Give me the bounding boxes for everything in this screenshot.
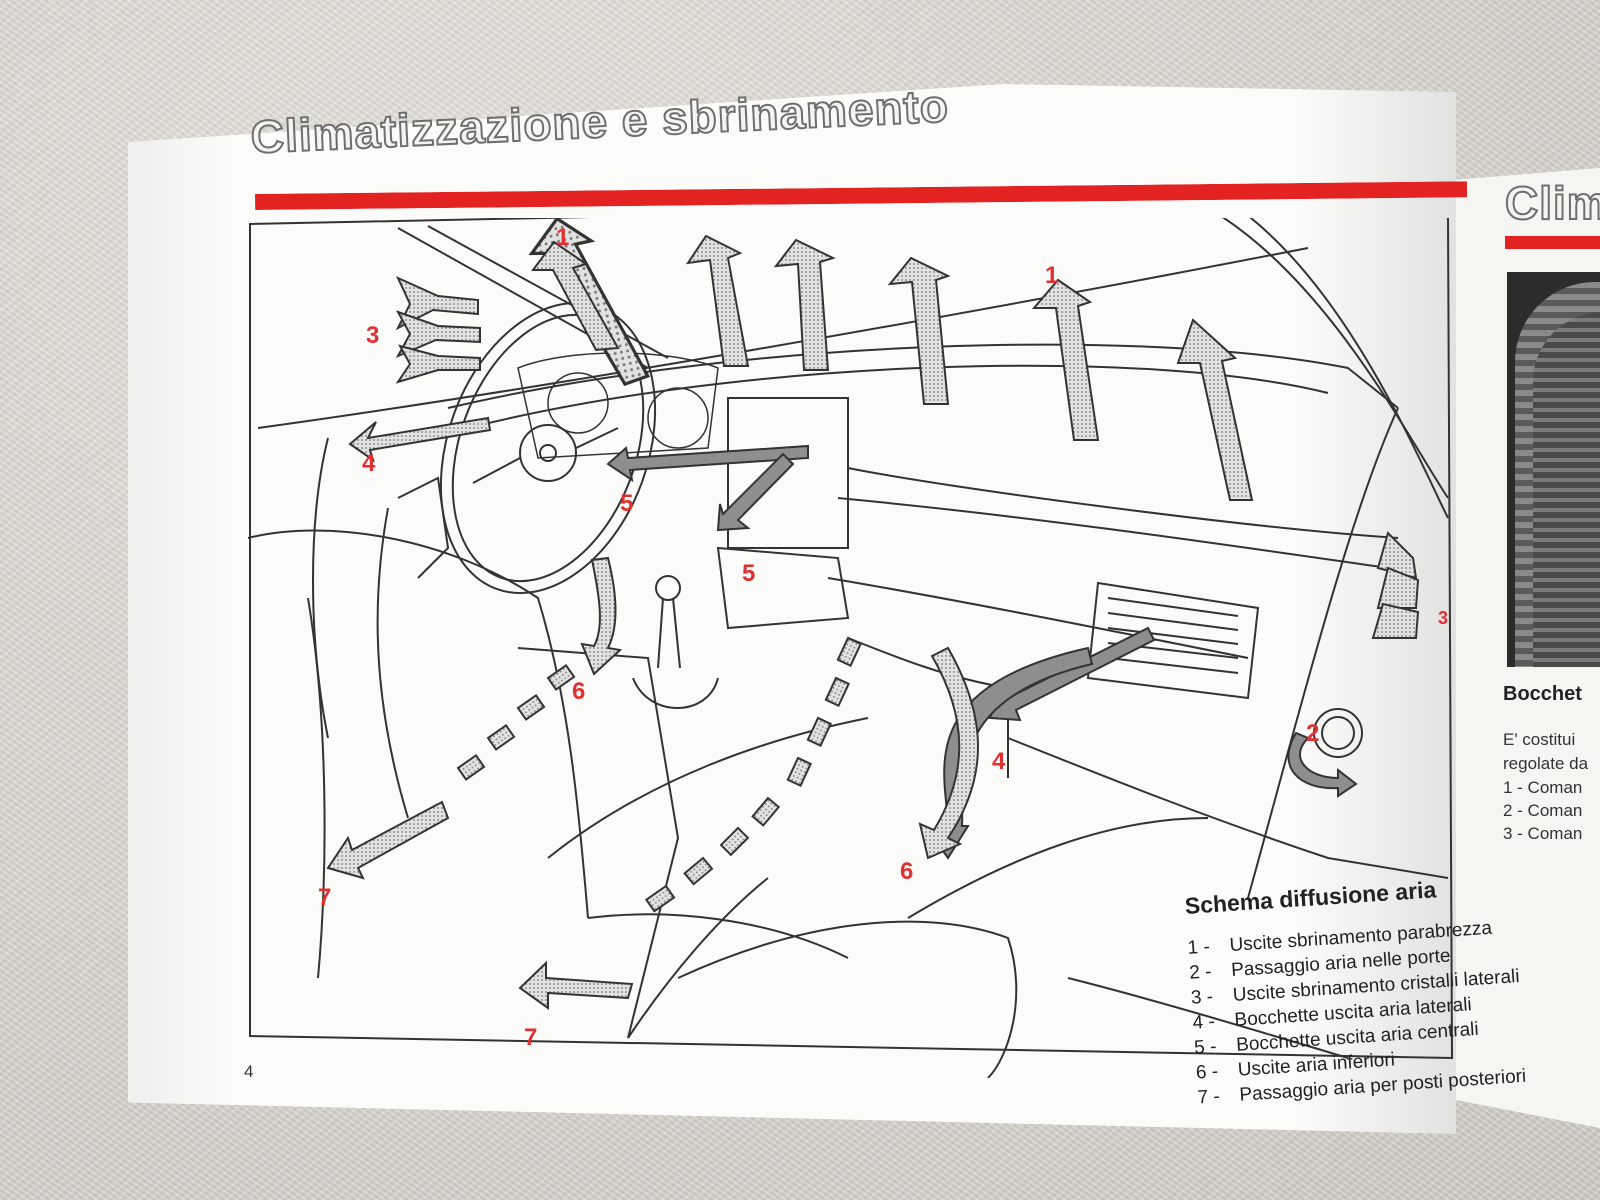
legend-number: 6 -: [1195, 1061, 1219, 1084]
right-page-photo: [1507, 272, 1600, 667]
right-page-red-bar: [1505, 236, 1600, 249]
callout-6: 6: [900, 858, 914, 885]
right-page-line: 3 - Coman: [1503, 824, 1583, 843]
callout-3: 3: [1438, 608, 1449, 628]
callout-1: 1: [556, 224, 570, 251]
side-window-arrows: [395, 275, 1420, 639]
callout-4: 4: [992, 748, 1006, 775]
legend-number: 2 -: [1188, 961, 1213, 984]
right-page-line: E' costitui: [1503, 730, 1576, 749]
instrument-cluster: [517, 352, 719, 459]
vent-arrows: [348, 416, 1358, 860]
air-distribution-legend: Schema diffusione aria 1 -Uscite sbrinam…: [1184, 871, 1527, 1110]
gear-stick: [632, 575, 719, 709]
car-interior-illustration: [248, 218, 1454, 1078]
callout-7: 7: [524, 1024, 538, 1051]
right-page-heading: Bocchet: [1503, 683, 1582, 705]
callout-3: 3: [366, 322, 380, 349]
right-page-line: 1 - Coman: [1503, 778, 1583, 797]
callout-1: 1: [1045, 262, 1059, 289]
legend-number: 5 -: [1193, 1036, 1218, 1059]
callout-5: 5: [620, 490, 634, 517]
door-vent: [1313, 708, 1363, 758]
callout-4: 4: [362, 450, 376, 477]
callout-5: 5: [742, 560, 756, 587]
callout-2: 2: [1306, 720, 1320, 747]
legend-number: 7 -: [1196, 1086, 1221, 1109]
legend-number: 4 -: [1191, 1011, 1216, 1034]
rear-passage-arrows: [326, 636, 863, 1010]
callout-7: 7: [318, 884, 332, 911]
steering-wheel: [439, 301, 657, 595]
right-page-title: Clim: [1504, 176, 1600, 230]
right-page-line: regolate da: [1503, 754, 1589, 773]
legend-number: 1 -: [1186, 936, 1211, 959]
illustration-frame: [249, 218, 1454, 1060]
page-number: 4: [244, 1062, 254, 1081]
callout-6: 6: [572, 678, 586, 705]
defrost-arrows: [528, 218, 1254, 501]
legend-number: 3 -: [1190, 986, 1214, 1009]
right-page-line: 2 - Coman: [1503, 801, 1583, 820]
footwell-arrows: [580, 556, 979, 860]
